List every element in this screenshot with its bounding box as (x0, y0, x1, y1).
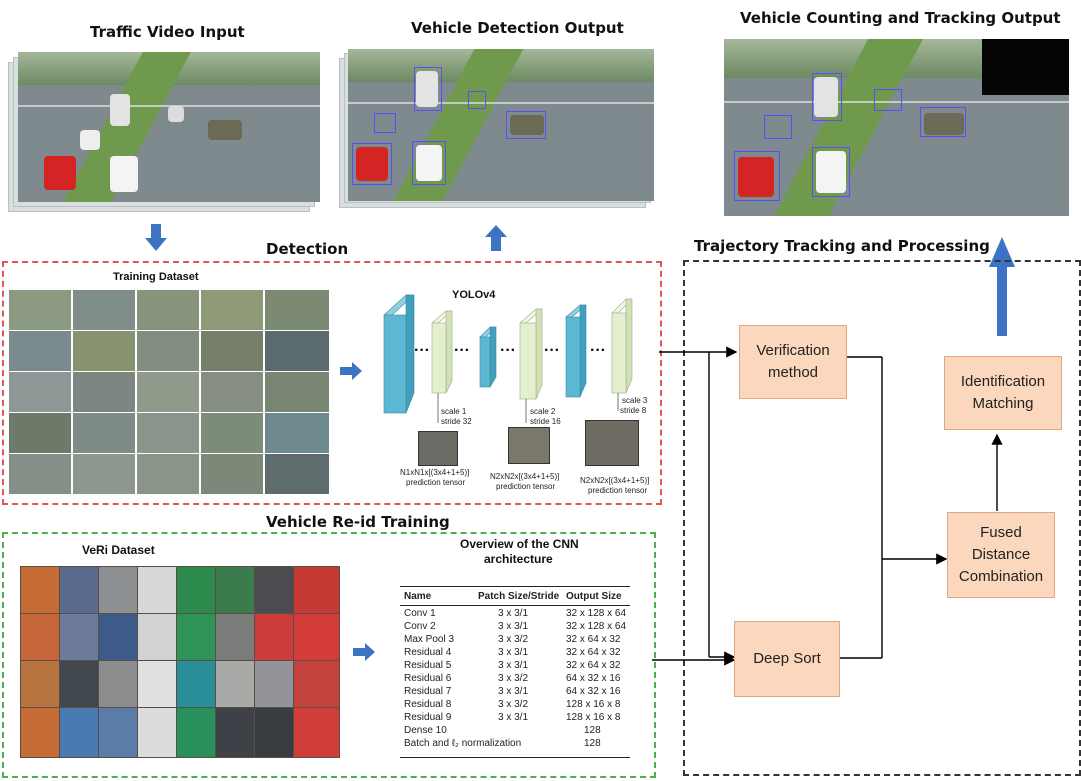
yolov4-architecture (383, 294, 633, 423)
training-dataset-label: Training Dataset (113, 271, 199, 283)
yolov4-label: YOLOv4 (452, 289, 496, 301)
prediction-tensor-3-image (585, 420, 639, 466)
header-output: Output Size (566, 591, 622, 602)
stride-32-label: stride 32 (441, 417, 472, 426)
trajectory-tracking-title: Trajectory Tracking and Processing (694, 237, 990, 255)
trajectory-panel (683, 260, 1081, 776)
vehicle-counting-output-image (724, 39, 1069, 216)
tensor-2-caption: prediction tensor (496, 482, 556, 491)
tensor-1-shape: N1xN1x[(3x4+1+5)] (400, 468, 470, 477)
cnn-overview-title: Overview of the CNN (460, 537, 579, 551)
ellipsis-2: ··· (454, 342, 470, 359)
down-arrow-icon (145, 224, 167, 251)
detection-panel (2, 261, 662, 505)
reid-panel (2, 532, 656, 778)
ellipsis-3: ··· (500, 342, 516, 359)
header-patch: Patch Size/Stride (478, 591, 560, 602)
scale-1-label: scale 1 (441, 407, 467, 416)
verification-method-box: Verification method (739, 325, 847, 399)
right-arrow-icon (340, 362, 362, 380)
prediction-tensor-2-image (508, 427, 550, 464)
verification-label-2: method (767, 364, 819, 381)
identification-label-2: Matching (972, 395, 1034, 412)
cnn-architecture-table: Name Patch Size/Stride Output Size Conv … (400, 583, 630, 763)
ellipsis-1: ··· (414, 342, 430, 359)
ellipsis-5: ··· (590, 342, 606, 359)
verification-label-1: Verification (756, 342, 830, 359)
veri-dataset-image (20, 566, 340, 758)
training-dataset-grid (8, 289, 330, 495)
veri-dataset-label: VeRi Dataset (82, 543, 155, 557)
right-arrow-icon-2 (353, 643, 375, 661)
detection-title: Detection (266, 240, 349, 258)
traffic-video-input-title: Traffic Video Input (90, 23, 245, 41)
up-arrow-icon (485, 225, 507, 251)
deep-sort-label: Deep Sort (753, 650, 821, 667)
cnn-overview-subtitle: architecture (484, 552, 553, 566)
fused-label-3: Combination (958, 568, 1044, 585)
prediction-tensor-1-image (418, 431, 458, 466)
scale-2-label: scale 2 (530, 407, 556, 416)
tensor-1-caption: prediction tensor (406, 478, 466, 487)
fused-label-2: Distance (971, 546, 1031, 563)
deep-sort-box: Deep Sort (734, 621, 840, 697)
vehicle-detection-output-title: Vehicle Detection Output (411, 19, 624, 37)
tensor-3-shape: N2xN2x[(3x4+1+5)] (580, 476, 650, 485)
tensor-2-shape: N2xN2x[(3x4+1+5)] (490, 472, 560, 481)
ellipsis-4: ··· (544, 342, 560, 359)
scale-3-label: scale 3 (622, 396, 648, 405)
identification-label-1: Identification (960, 373, 1046, 390)
vehicle-reid-training-title: Vehicle Re-id Training (266, 513, 450, 531)
vehicle-counting-tracking-output-title: Vehicle Counting and Tracking Output (740, 9, 1061, 27)
stride-16-label: stride 16 (530, 417, 561, 426)
header-name: Name (404, 591, 432, 602)
fused-label-1: Fused (980, 524, 1022, 541)
stride-8-label: stride 8 (620, 406, 647, 415)
tensor-3-caption: prediction tensor (588, 486, 648, 495)
table-header-row: Name Patch Size/Stride Output Size (400, 591, 630, 604)
